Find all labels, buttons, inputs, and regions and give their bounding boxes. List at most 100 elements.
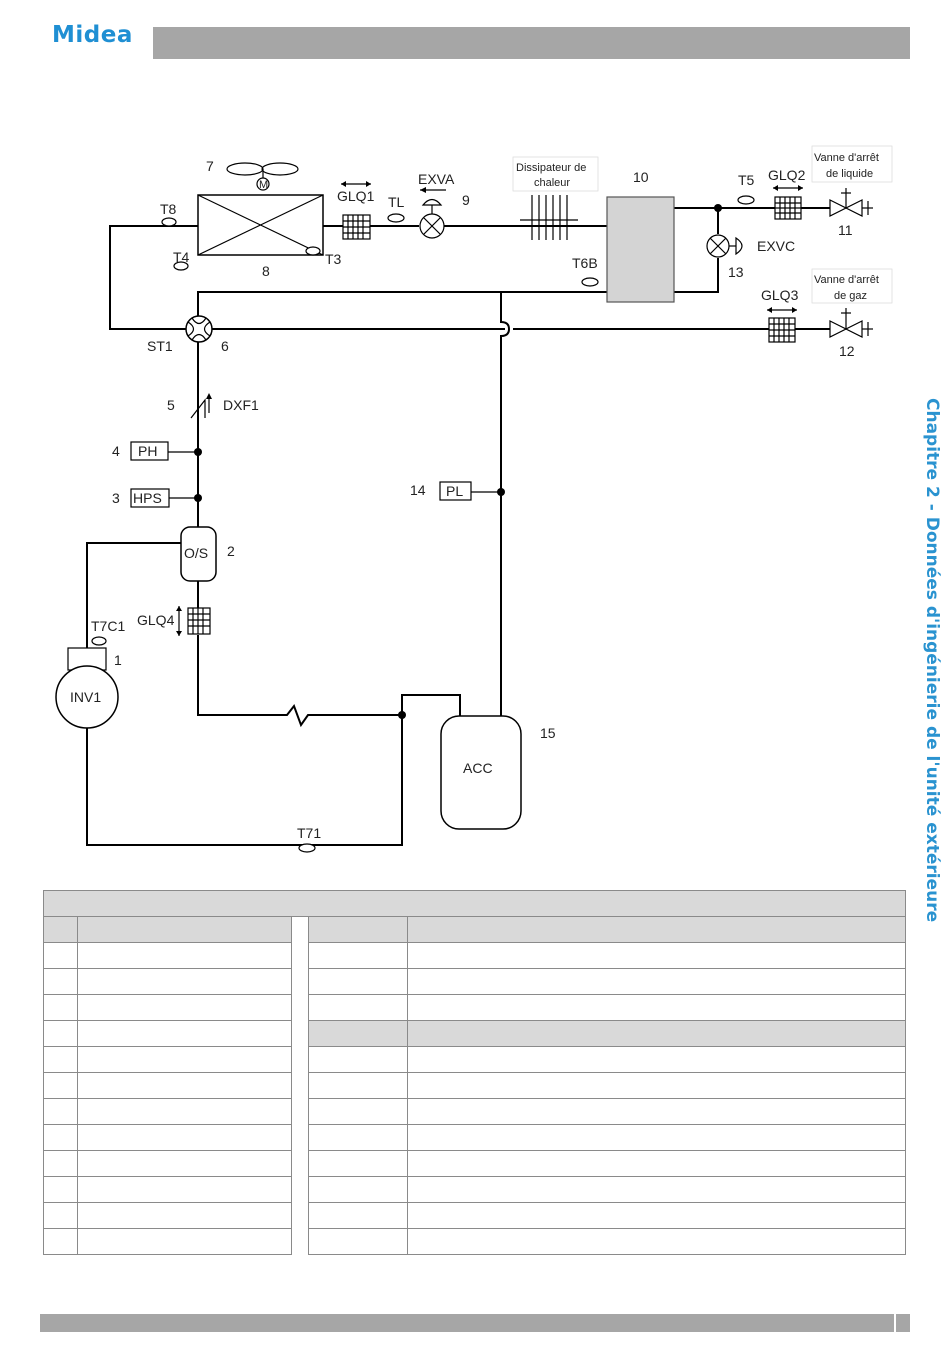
heat-exchanger-icon <box>197 194 324 256</box>
header-bar <box>153 27 910 59</box>
label-vanne-liquide-1: Vanne d'arrêt <box>814 152 879 164</box>
label-dissipateur-2: chaleur <box>534 177 570 189</box>
table-row <box>43 968 906 995</box>
pipe-valve-top-line <box>197 291 607 318</box>
label-t5: T5 <box>738 172 755 188</box>
table-row <box>43 1072 906 1099</box>
table-row <box>43 1228 906 1255</box>
heat-sink-icon <box>520 195 578 240</box>
footer-bar <box>40 1314 894 1332</box>
label-acc: ACC <box>463 760 493 776</box>
label-t71: T71 <box>297 825 321 841</box>
table-row <box>43 1124 906 1151</box>
label-hps: HPS <box>133 490 162 506</box>
expansion-valve-exvc-icon <box>706 234 743 258</box>
label-t7c1: T7C1 <box>91 618 125 634</box>
pressure-sensor-pl-icon <box>439 481 472 501</box>
label-ph: PH <box>138 443 157 459</box>
label-glq2: GLQ2 <box>768 167 806 183</box>
sensor-t71-icon <box>298 843 316 853</box>
label-11: 11 <box>838 222 853 238</box>
accumulator-icon <box>440 715 522 830</box>
pipe-capillary <box>197 635 402 728</box>
four-way-valve-st1-icon <box>185 315 213 343</box>
compressor-inv1-icon <box>55 647 119 729</box>
table-row <box>43 1202 906 1229</box>
label-13: 13 <box>728 264 744 280</box>
label-9: 9 <box>462 192 470 208</box>
label-pl: PL <box>446 483 463 499</box>
label-1: 1 <box>114 652 122 668</box>
table-header-row <box>43 890 906 917</box>
table-header-cell <box>43 890 906 917</box>
oil-separator-icon <box>180 526 217 582</box>
stop-valve-liquid-icon <box>829 188 873 217</box>
filter-glq3-icon <box>767 307 797 343</box>
filter-glq1-icon <box>341 181 371 240</box>
footer-bar-end <box>896 1314 910 1332</box>
sensor-t8-icon <box>161 217 177 227</box>
table-row <box>43 994 906 1021</box>
pipe-suction-line <box>500 292 511 717</box>
sensor-t4-icon <box>173 261 189 271</box>
chapter-title: Chapitre 2 - Données d'ingénierie de l'u… <box>922 398 942 923</box>
label-15: 15 <box>540 725 556 741</box>
label-dissipateur-1: Dissipateur de <box>516 162 586 174</box>
label-t6b: T6B <box>572 255 598 271</box>
label-dxf1: DXF1 <box>223 397 259 413</box>
junction-acc <box>398 711 406 719</box>
label-2: 2 <box>227 543 235 559</box>
sensor-t6b-icon <box>581 277 599 287</box>
heat-exchanger-number: 8 <box>262 263 270 279</box>
component-legend-table <box>43 890 906 1255</box>
fan-icon <box>226 162 299 191</box>
sensor-t7c1-icon <box>91 636 107 646</box>
table-row <box>43 1176 906 1203</box>
label-glq3: GLQ3 <box>761 287 799 303</box>
label-exvc: EXVC <box>757 238 795 254</box>
label-t8: T8 <box>160 201 177 217</box>
fan-number: 7 <box>206 158 214 174</box>
midea-logo: Midea <box>52 22 133 48</box>
label-inv1: INV1 <box>70 689 101 705</box>
check-valve-dxf1-icon <box>190 393 212 421</box>
pressure-sensor-ph-icon <box>130 441 169 461</box>
table-row <box>43 1046 906 1073</box>
expansion-valve-exva-icon <box>419 187 446 239</box>
label-exva: EXVA <box>418 171 455 187</box>
label-t4: T4 <box>173 249 190 265</box>
label-6: 6 <box>221 338 229 354</box>
label-os: O/S <box>184 545 208 561</box>
label-t3: T3 <box>325 251 342 267</box>
pipe-to-acc <box>401 694 461 716</box>
label-glq4: GLQ4 <box>137 612 175 628</box>
table-row <box>43 916 906 943</box>
fan-motor-label: M <box>259 179 268 191</box>
table-row <box>43 1150 906 1177</box>
label-tl: TL <box>388 194 405 210</box>
label-12: 12 <box>839 343 855 359</box>
table-row <box>43 1020 906 1047</box>
label-5: 5 <box>167 397 175 413</box>
label-4: 4 <box>112 443 120 459</box>
label-glq1: GLQ1 <box>337 188 375 204</box>
stop-valve-gas-icon <box>829 308 873 338</box>
refrigerant-circuit-diagram: M 7 8 T8 T4 T3 GLQ1 TL EXVA 9 <box>55 145 893 853</box>
sensor-t5-icon <box>737 195 755 205</box>
pipe-inv1-return <box>86 710 403 846</box>
pipe-exvc-bottom <box>674 258 719 293</box>
pipe-os-to-inv1 <box>86 542 183 648</box>
label-vanne-liquide-2: de liquide <box>826 168 873 180</box>
junction-exvc <box>714 204 722 212</box>
pipe-hx-to-valve <box>109 225 198 330</box>
label-10: 10 <box>633 169 649 185</box>
label-st1: ST1 <box>147 338 173 354</box>
sensor-t3-icon <box>305 246 321 256</box>
label-vanne-gaz-1: Vanne d'arrêt <box>814 274 879 286</box>
sensor-tl-icon <box>387 213 405 223</box>
table-row <box>43 1098 906 1125</box>
label-vanne-gaz-2: de gaz <box>834 290 867 302</box>
table-row <box>43 942 906 969</box>
label-3: 3 <box>112 490 120 506</box>
filter-glq2-icon <box>773 185 803 220</box>
